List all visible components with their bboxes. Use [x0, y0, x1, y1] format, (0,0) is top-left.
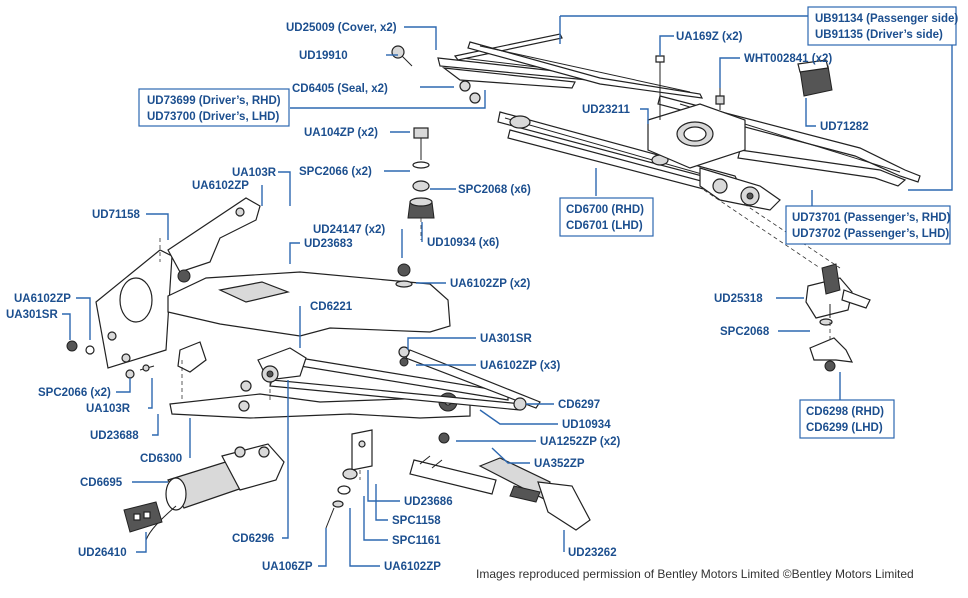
label-ud25009: UD25009 (Cover, x2)	[286, 22, 397, 34]
label-ua169z: UA169Z (x2)	[676, 31, 743, 43]
right-pivot-assembly	[805, 263, 871, 372]
label-cd6300: CD6300	[140, 453, 182, 465]
label-ud26410: UD26410	[78, 547, 127, 559]
label-ub91135: UB91135 (Driver’s side)	[815, 29, 943, 41]
label-box-ud73701	[785, 205, 951, 245]
label-cd6405: CD6405 (Seal, x2)	[292, 83, 388, 95]
label-wht002841: WHT002841 (x2)	[744, 53, 832, 65]
label-ud23683: UD23683	[304, 238, 353, 250]
label-cd6297: CD6297	[558, 399, 600, 411]
label-box-ud73699	[138, 88, 290, 127]
label-ua301sr-left: UA301SR	[6, 309, 58, 321]
label-ua6102zp-left: UA6102ZP	[14, 293, 71, 305]
label-ud23211: UD23211	[582, 104, 631, 116]
label-ud71158: UD71158	[92, 209, 141, 221]
leader-lines	[62, 15, 953, 567]
label-ud19910: UD19910	[299, 50, 348, 62]
label-cd6700: CD6700 (RHD)	[566, 204, 644, 216]
label-ud24147: UD24147 (x2)	[313, 224, 385, 236]
label-cd6695: CD6695	[80, 477, 123, 489]
label-spc2066-left: SPC2066 (x2)	[38, 387, 111, 399]
label-ua6102zp-top: UA6102ZP	[192, 180, 249, 192]
label-spc1161: SPC1161	[392, 535, 441, 547]
crank-cd6221	[177, 341, 307, 392]
label-ua352zp: UA352ZP	[534, 458, 585, 470]
label-ua6102zp-x3: UA6102ZP (x3)	[480, 360, 560, 372]
label-ud23686: UD23686	[404, 496, 453, 508]
label-ub91134: UB91134 (Passenger side)	[815, 13, 958, 25]
label-cd6221: CD6221	[310, 301, 353, 313]
label-ud23688: UD23688	[90, 430, 139, 442]
label-ud23262: UD23262	[568, 547, 617, 559]
label-cd6299: CD6299 (LHD)	[806, 422, 883, 434]
spindle-cover	[715, 59, 833, 110]
label-ua1252zp: UA1252ZP (x2)	[540, 436, 620, 448]
drive-cable-end	[409, 455, 591, 531]
label-box-ub91134	[807, 6, 957, 46]
label-ud71282: UD71282	[820, 121, 869, 133]
label-ua6102zp-x2: UA6102ZP (x2)	[450, 278, 530, 290]
label-ua104zp: UA104ZP (x2)	[304, 127, 378, 139]
label-ua106zp: UA106ZP	[262, 561, 313, 573]
label-spc2068-x6: SPC2068 (x6)	[458, 184, 531, 196]
drive-tube-assembly	[497, 111, 781, 211]
label-ud73702: UD73702 (Passenger’s, LHD)	[792, 228, 949, 240]
label-ud73701: UD73701 (Passenger’s, RHD)	[792, 212, 951, 224]
label-ud73699: UD73699 (Driver’s, RHD)	[147, 95, 281, 107]
part-labels: UD25009 (Cover, x2) UD19910 CD6405 (Seal…	[6, 13, 958, 573]
label-ud10934-x6: UD10934 (x6)	[427, 237, 499, 249]
copyright-credit: Images reproduced permission of Bentley …	[476, 567, 914, 581]
wiper-spindle-bracket	[647, 55, 746, 169]
label-ua6102zp-bottom: UA6102ZP	[384, 561, 441, 573]
wiper-arm-driver	[437, 33, 704, 104]
small-bracket-ud23686	[325, 429, 450, 529]
label-ua103r-top: UA103R	[232, 167, 277, 179]
label-ud25318: UD25318	[714, 293, 763, 305]
label-ud10934: UD10934	[562, 419, 611, 431]
label-box-cd6298	[799, 399, 895, 439]
label-cd6701: CD6701 (LHD)	[566, 220, 643, 232]
mounting-bolt-stack	[407, 127, 435, 219]
parts-illustration	[66, 33, 921, 541]
label-ua301sr-mid: UA301SR	[480, 333, 532, 345]
label-box-cd6700	[559, 197, 654, 237]
label-spc2066-top: SPC2066 (x2)	[299, 166, 372, 178]
label-spc1158: SPC1158	[392, 515, 441, 527]
side-bracket-ud71158	[95, 197, 261, 369]
label-ud73700: UD73700 (Driver’s, LHD)	[147, 111, 279, 123]
screw-ud19910	[391, 45, 413, 67]
label-spc2068: SPC2068	[720, 326, 770, 338]
label-cd6296: CD6296	[232, 533, 274, 545]
label-cd6298: CD6298 (RHD)	[806, 406, 884, 418]
mounting-plate-ud23683	[167, 263, 451, 337]
wiper-motor	[123, 443, 285, 541]
label-ua103r-left: UA103R	[86, 403, 131, 415]
